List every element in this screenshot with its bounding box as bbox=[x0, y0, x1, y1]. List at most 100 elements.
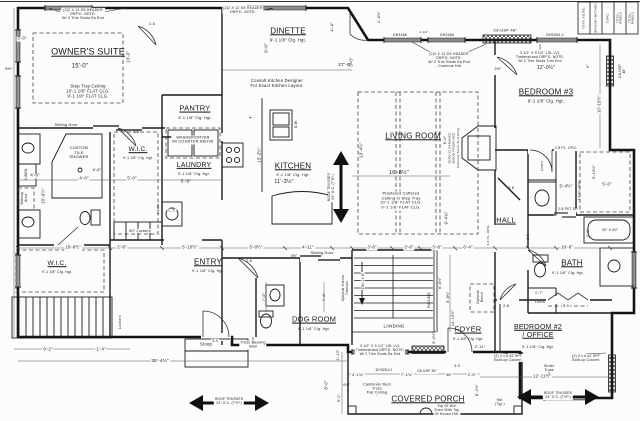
laundry-width: 5'-8" bbox=[180, 178, 192, 184]
room-bedroom-3: BEDROOM #3 bbox=[518, 87, 574, 97]
dinette-ceiling: 9'-1 1/8" Clg. Hgt. bbox=[269, 37, 307, 43]
dim-10-0half: 10'-0½" bbox=[40, 188, 46, 204]
dim-3-0-left: 3'-0" bbox=[16, 35, 28, 42]
kitchen-width: 11'-3½" bbox=[274, 178, 294, 185]
washer-dryer-note: WASHER/DRYER W/ COUNTER ABOVE bbox=[171, 135, 215, 145]
dashed-details bbox=[15, 32, 631, 313]
dim-10-10half-bedroom3: 10'-10½" bbox=[596, 93, 603, 115]
dim-5-0half: 5'-0½" bbox=[248, 244, 264, 251]
door-bath: 2-6 bbox=[526, 234, 531, 240]
door-laundry: 1-6 DR bbox=[156, 203, 161, 215]
landing-label: LANDING bbox=[383, 323, 405, 329]
dim-4-6: 4'-6" bbox=[29, 172, 41, 179]
window-c8-usp-48-top: C8-USP 48" bbox=[492, 27, 518, 34]
fireplace-width: 6'-0" bbox=[442, 135, 447, 145]
dim-27-8: 27'-8" bbox=[337, 63, 353, 69]
room-laundry: LAUNDRY bbox=[176, 161, 212, 169]
door-bedroom-2: 2-8 bbox=[502, 303, 510, 309]
sliding-door-owners: Sliding Door bbox=[53, 122, 79, 128]
dim-6-8-shower: 6'-8" bbox=[92, 167, 102, 172]
room-hall: HALL bbox=[496, 215, 516, 225]
dog-room-ceiling: 9'-1 1/8" Clg. Hgt. bbox=[298, 326, 330, 331]
room-pantry: PANTRY bbox=[179, 103, 211, 113]
dim-8-0: 8'-0" bbox=[323, 380, 329, 390]
optional-bench-note: Optional Bench bbox=[476, 290, 484, 304]
room-bedroom-2-office: BEDROOM #2 / OFFICE bbox=[513, 323, 563, 341]
linen-bath-dim: 1'-7" bbox=[535, 290, 543, 295]
wic-bottom-ceiling: 9'-1 1/8" Clg. Hgt. bbox=[41, 269, 73, 274]
lvl-note-stairs: 3 1/2" X 9 1/2" LSL LVL Timberstrand DRP… bbox=[354, 343, 406, 357]
dim-5-2: 5'-2" bbox=[336, 393, 341, 403]
bath-ceiling: 9'-1 1/8" Clg. Hgt. bbox=[552, 270, 584, 275]
linen-owners-label: LINEN bbox=[23, 168, 28, 180]
dim-5-10half-closet: 5'-10½" bbox=[591, 164, 596, 180]
window-dh3466-a: DH3466 bbox=[391, 32, 409, 38]
bedroom-2-ceiling: 9'-1 1/8" Clg. Hgt. bbox=[522, 344, 554, 349]
room-wic-bottom: W.I.C. bbox=[47, 260, 67, 268]
pantry-ceiling: 9'-1 1/8" Clg. Hgt. bbox=[178, 115, 212, 120]
schedule-col-2: BRACING METHOD bbox=[593, 3, 598, 33]
stair-dn-note: DN 14 R bbox=[360, 272, 366, 290]
pocket-door-bath: 2-8 PKT DR bbox=[557, 207, 579, 212]
hatched-panels bbox=[411, 34, 616, 393]
room-foyer: FOYER bbox=[454, 324, 482, 334]
dim-9-4threequarter: 9'-4¾" bbox=[443, 210, 450, 226]
room-kitchen: KITCHEN bbox=[274, 161, 312, 171]
room-covered-porch: COVERED PORCH bbox=[391, 394, 465, 404]
dim-3half-bedroom3: 3½" bbox=[494, 66, 502, 71]
schedule-col-4: TOTAL PANELS bbox=[615, 11, 623, 25]
door-hall-diagonal: 2-8 bbox=[508, 185, 514, 190]
door-pantry-hall: 2-6 bbox=[149, 21, 155, 26]
dim-1-4: 1'-4" bbox=[95, 346, 107, 353]
truss-arrow-bedroom-2-label: ROOF TRUSSES 24" O.C. (TYP.) bbox=[542, 391, 574, 400]
schedule-col-3: EXPO. bbox=[605, 13, 610, 23]
truss-arrow-kitchen bbox=[333, 151, 349, 223]
bedroom-3-ceiling: 9'-1 1/8" Clg. Hgt. bbox=[527, 98, 565, 104]
owners-suite-width: 15'-0" bbox=[71, 63, 89, 70]
schedule-col-5: TOTAL PANELS bbox=[627, 11, 635, 25]
window-c8-usp-48-right: C8-USP 48" bbox=[617, 64, 626, 78]
dim-2-11: 2'-11" bbox=[473, 344, 487, 350]
dim-6half: 6½" bbox=[343, 382, 351, 387]
dim-4-1threequarter: 4'-1¾" bbox=[351, 372, 365, 378]
dim-9-2: 9'-2" bbox=[42, 346, 54, 353]
dim-2-6half: 2'-6½" bbox=[376, 11, 381, 23]
dishwasher-label: D.W. bbox=[294, 120, 299, 128]
schedule-col-1: TOTAL ADJAC. bbox=[581, 6, 586, 30]
optional-transom-note: Optional Interior Transom bbox=[341, 274, 349, 302]
room-wic-top: W.I.C. bbox=[128, 146, 148, 154]
door-foyer-porch: 3-0 bbox=[453, 363, 461, 369]
window-dh3254-top: DH3254-2 bbox=[545, 32, 565, 38]
stoop-label: Stoop bbox=[200, 341, 212, 347]
dim-2-8-bath: 2'-8" bbox=[585, 228, 590, 238]
dim-5-0-closet: 5'-0" bbox=[601, 181, 613, 188]
room-entry: ENTRY bbox=[194, 257, 222, 267]
dim-2-10: 2'-10" bbox=[335, 349, 340, 361]
lockers-60-label: 60" Lockers bbox=[128, 228, 152, 234]
room-dog-room: DOG ROOM bbox=[291, 314, 337, 324]
railing-note: RAILING bbox=[426, 292, 431, 308]
dim-3-0-dinette: 3'-0" bbox=[348, 57, 354, 67]
dim-2-8-chain: 2'-8" bbox=[116, 244, 128, 251]
kitchen-ceiling: 9'-1 1/8" Clg. Hgt. bbox=[276, 172, 310, 177]
dim-7-6-powder: 7'-6" bbox=[261, 292, 266, 302]
dim-13-2half: 13'-2½" bbox=[256, 147, 262, 163]
dim-9-0: 9'-0" bbox=[263, 43, 269, 53]
truss-bearing-wall-note: Truss Bearing Wall bbox=[239, 340, 267, 350]
door-entry: 3-0 bbox=[211, 338, 219, 344]
dim-5-4half: 5'-4½" bbox=[558, 183, 574, 190]
laundry-ceiling: 9'-1 1/8" Clg. Hgt. bbox=[178, 171, 210, 176]
closet-doors-bedroom-2: 5-0 bbox=[562, 303, 570, 309]
lvl-note-bedroom3: 3 1/2" X 9 1/2" LSL LVL Timberstrand DRP… bbox=[514, 50, 566, 64]
girder-truss-note: Girder Truss bbox=[542, 363, 556, 373]
dim-6-4: 6'-4" bbox=[462, 244, 474, 251]
top-of-header-note: Top Of Hdr. Even With Top Of House Hdr. bbox=[433, 403, 461, 417]
linen-bath-label: Linen bbox=[534, 299, 546, 304]
dim-4-0-shower: 4'-0" bbox=[78, 175, 90, 182]
header-note-windows: (2)2 X 12 SS HEADER DRP'D. NOTE: W/ 2 Tr… bbox=[427, 51, 471, 69]
room-dinette: DINETTE bbox=[270, 26, 306, 36]
laundry-tub-label: L.T. bbox=[167, 207, 177, 214]
dim-3-6-b: 3'-6" bbox=[403, 244, 415, 251]
room-bath: BATH bbox=[561, 258, 583, 268]
